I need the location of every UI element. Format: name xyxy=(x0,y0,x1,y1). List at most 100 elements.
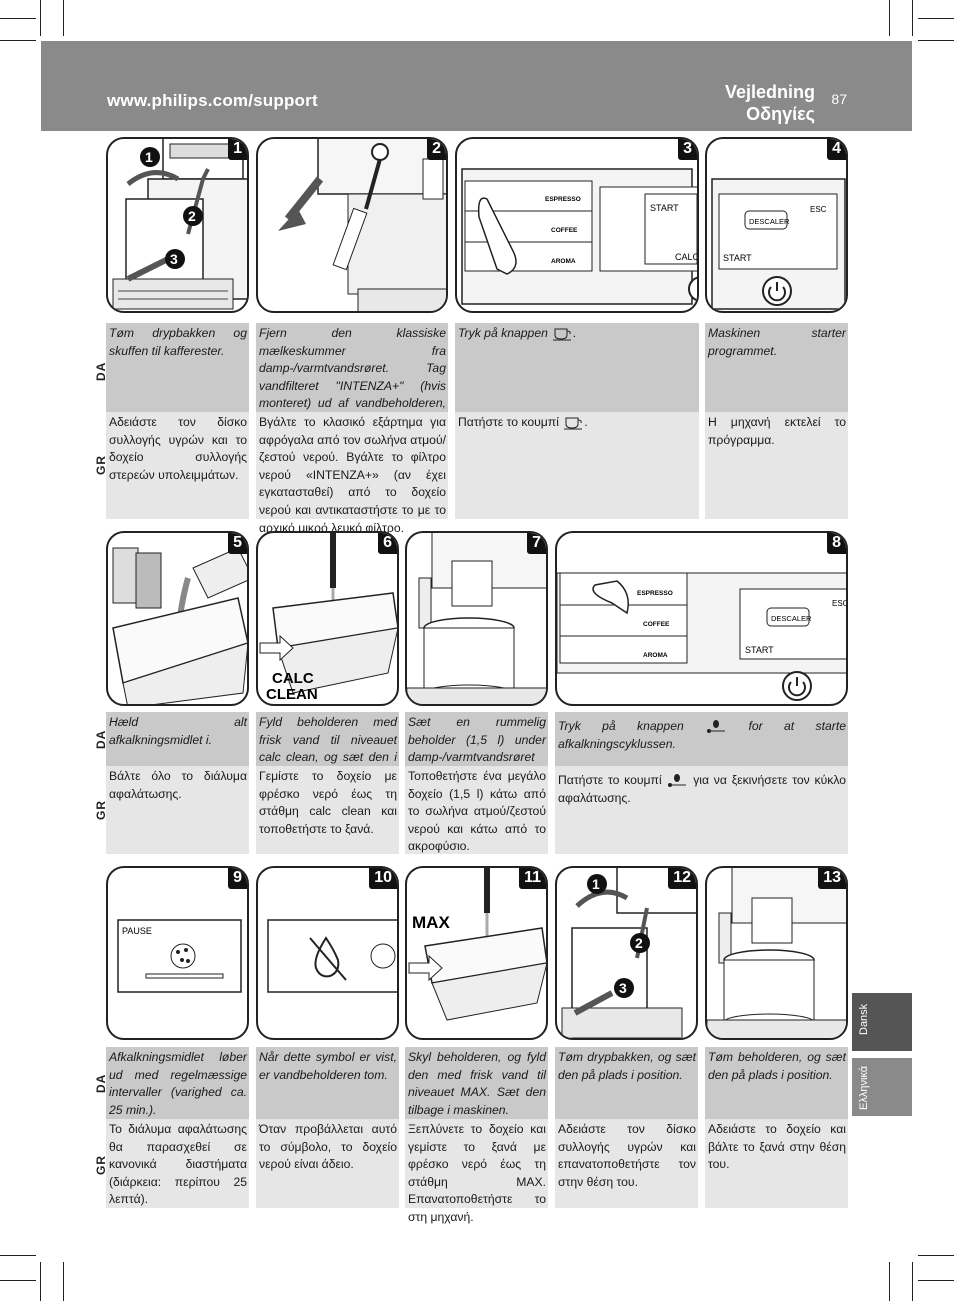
step-7-text-gr: Τοποθετήστε ένα μεγάλο δοχείο (1,5 l) κά… xyxy=(405,766,548,854)
espresso-label: ESPRESSO xyxy=(637,590,673,597)
display-descaler: DESCALER xyxy=(771,614,812,623)
step-13-text-gr: Αδειάστε το δοχείο και βάλτε το ξανά στη… xyxy=(705,1119,848,1208)
step-12-text-da: Tøm drypbakken, og sæt den på plads i po… xyxy=(555,1047,698,1119)
display-start: START xyxy=(745,645,774,655)
step-10-text-gr: Όταν προβάλλεται αυτό το σύμβολο, το δοχ… xyxy=(256,1119,399,1208)
step-5-text-da: Hæld alt afkalkningsmidlet i. xyxy=(106,712,249,766)
step-number: 1 xyxy=(228,139,247,160)
pour-descaler-illustration xyxy=(112,547,247,704)
display-descaler: DESCALER xyxy=(749,217,790,226)
step-7-text-da: Sæt en rummelig beholder (1,5 l) under d… xyxy=(405,712,548,782)
marker-2: 2 xyxy=(188,208,196,224)
step-9-text-gr: Το διάλυμα αφαλάτωσης θα παρασχεθεί σε κ… xyxy=(106,1119,249,1208)
aroma-bean-icon xyxy=(668,773,687,787)
drip-tray-illustration: 1 2 3 xyxy=(112,139,247,310)
step-12-illustration: 1 2 3 12 xyxy=(555,866,698,1040)
step-number: 13 xyxy=(818,868,846,889)
step-11-text-da: Skyl beholderen, og fyld den med frisk v… xyxy=(405,1047,548,1119)
calc-clean-label-1: CALC xyxy=(272,670,314,687)
step-6-illustration: CALC CLEAN 6 xyxy=(256,531,399,706)
step-5-illustration: 5 xyxy=(106,531,249,706)
aroma-label: AROMA xyxy=(551,258,576,265)
step-6-text-gr: Γεμίστε το δοχείο με φρέσκο νερό έως τη … xyxy=(256,766,399,854)
step-3-text-gr: Πατήστε το κουμπί . xyxy=(455,412,699,519)
step-number: 10 xyxy=(369,868,397,889)
step-number: 6 xyxy=(378,533,397,554)
step-2-text-da: Fjern den klassiske mælkeskummer fra dam… xyxy=(256,323,448,446)
step-10-illustration: 10 xyxy=(256,866,399,1040)
step-8-illustration: ESPRESSO COFFEE AROMA DESCALER ESC START… xyxy=(555,531,848,706)
pause-display-illustration: PAUSE xyxy=(117,919,242,993)
step-number: 8 xyxy=(827,533,846,554)
step-number: 5 xyxy=(228,533,247,554)
step-11-illustration: MAX 11 xyxy=(405,866,548,1040)
step-number: 4 xyxy=(827,139,846,160)
marker-3: 3 xyxy=(170,251,178,267)
espresso-label: ESPRESSO xyxy=(545,196,581,203)
step-4-illustration: DESCALER ESC START 4 xyxy=(705,137,848,313)
aroma-bean-icon xyxy=(707,719,726,733)
step-12-text-gr: Αδειάστε τον δίσκο συλλογής υγρών και επ… xyxy=(555,1119,698,1208)
water-empty-display-illustration xyxy=(267,919,397,993)
step-number: 11 xyxy=(519,868,546,889)
page-number: 87 xyxy=(831,91,847,107)
control-panel-illustration: ESPRESSO COFFEE AROMA START CALC xyxy=(461,168,699,305)
coffee-label: COFFEE xyxy=(643,621,670,628)
step-1-text-gr: Αδειάστε τον δίσκο συλλογής υγρών και το… xyxy=(106,412,249,519)
fill-water-tank-illustration: CALC CLEAN xyxy=(259,533,397,703)
side-tab-greek[interactable]: Ελληνικά xyxy=(852,1058,912,1116)
page-header: www.philips.com/support Vejledning Οδηγί… xyxy=(41,41,912,131)
display-esc: ESC xyxy=(832,599,848,608)
step-13-illustration: 13 xyxy=(705,866,848,1040)
step-5-text-gr: Βάλτε όλο το διάλυμα αφαλάτωσης. xyxy=(106,766,249,854)
display-screen-illustration: DESCALER ESC START xyxy=(711,178,846,310)
step-10-text-da: Når dette symbol er vist, er vandbeholde… xyxy=(256,1047,399,1119)
coffee-label: COFFEE xyxy=(551,227,578,234)
display-esc: ESC xyxy=(810,205,827,214)
memo-espresso-icon xyxy=(553,328,572,341)
step-4-text-gr: Η μηχανή εκτελεί το πρόγραμμα. xyxy=(705,412,848,519)
step-8-text-da: Tryk på knappen for at starte afkalkning… xyxy=(555,712,848,766)
max-label: MAX xyxy=(412,913,450,932)
container-under-spout-illustration xyxy=(407,533,546,704)
step-number: 2 xyxy=(427,139,446,160)
display-start: START xyxy=(723,253,752,263)
control-panel-illustration: ESPRESSO COFFEE AROMA DESCALER ESC START xyxy=(557,572,848,701)
aroma-label: AROMA xyxy=(643,652,668,659)
step-13-text-da: Tøm beholderen, og sæt den på plads i po… xyxy=(705,1047,848,1119)
step-number: 3 xyxy=(678,139,697,160)
step-4-text-da: Maskinen starter programmet. xyxy=(705,323,848,412)
title-greek: Οδηγίες xyxy=(746,104,815,124)
memo-espresso-icon xyxy=(564,417,583,430)
page-title: Vejledning Οδηγίες xyxy=(725,81,815,125)
step-number: 9 xyxy=(228,868,247,889)
step-number: 7 xyxy=(527,533,546,554)
display-calc: CALC xyxy=(675,252,699,262)
descaling-icon xyxy=(170,943,196,969)
display-pause: PAUSE xyxy=(122,926,152,936)
step-1-illustration: 1 2 3 1 xyxy=(106,137,249,313)
step-2-illustration: 2 xyxy=(256,137,448,313)
title-danish: Vejledning xyxy=(724,82,815,102)
step-2-text-gr: Βγάλτε το κλασικό εξάρτημα για αφρόγαλα … xyxy=(256,412,448,535)
marker-2: 2 xyxy=(635,935,643,951)
milk-frother-illustration xyxy=(278,139,446,311)
side-tab-dansk[interactable]: Dansk xyxy=(852,993,912,1051)
step-number: 12 xyxy=(668,868,696,889)
step-9-illustration: PAUSE 9 xyxy=(106,866,249,1040)
support-url[interactable]: www.philips.com/support xyxy=(107,91,318,110)
drip-tray-illustration: 1 2 3 xyxy=(561,868,696,1038)
step-6-text-da: Fyld beholderen med frisk vand til nivea… xyxy=(256,712,399,782)
step-3-text-da: Tryk på knappen . xyxy=(455,323,699,412)
step-11-text-gr: Ξεπλύνετε το δοχείο και γεμίστε το ξανά … xyxy=(405,1119,548,1224)
calc-clean-label-2: CLEAN xyxy=(266,686,318,703)
step-1-text-da: Tøm drypbakken og skuffen til kaffereste… xyxy=(106,323,249,412)
marker-1: 1 xyxy=(145,149,153,165)
display-start: START xyxy=(650,203,679,213)
container-under-spout-illustration xyxy=(707,868,846,1038)
step-7-illustration: 7 xyxy=(405,531,548,706)
step-3-illustration: ESPRESSO COFFEE AROMA START CALC 3 xyxy=(455,137,699,313)
step-9-text-da: Afkalkningsmidlet løber ud med regelmæss… xyxy=(106,1047,249,1119)
marker-3: 3 xyxy=(619,980,627,996)
fill-max-illustration: MAX xyxy=(408,868,546,1021)
